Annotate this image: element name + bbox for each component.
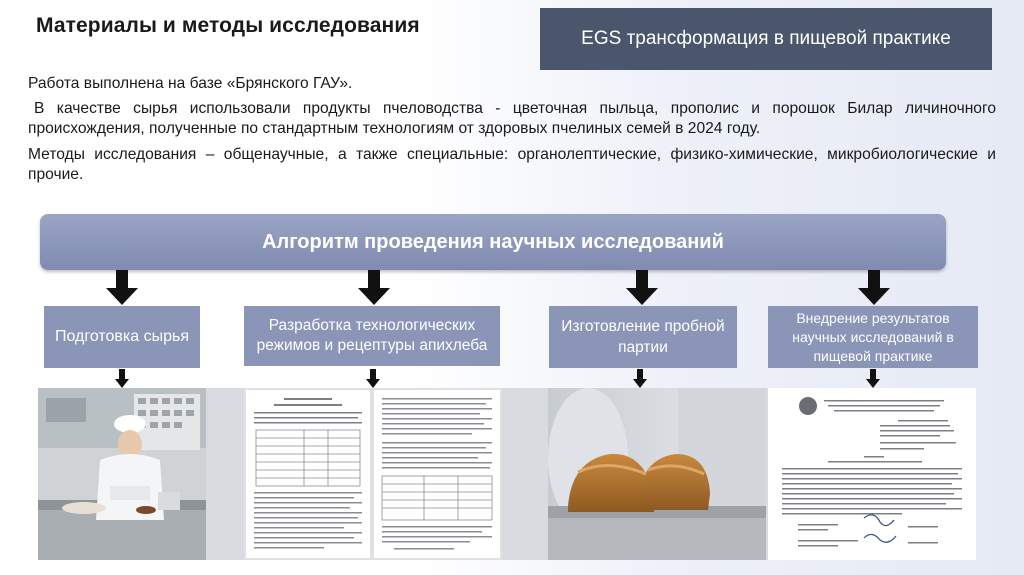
down-arrow-icon xyxy=(626,270,658,305)
paragraph-base: Работа выполнена на базе «Брянского ГАУ»… xyxy=(28,75,353,92)
banner-text: EGS трансформация в пищевой практике xyxy=(581,28,951,49)
paragraph-raw-materials: В качестве сырья использовали продукты п… xyxy=(28,100,996,137)
document-margin xyxy=(502,388,546,560)
algorithm-title: Алгоритм проведения научных исследований xyxy=(262,230,724,253)
down-arrow-icon xyxy=(115,369,129,388)
stage-box-preparation: Подготовка сырья xyxy=(44,306,200,368)
stage-label: Изготовление пробной партии xyxy=(561,318,725,356)
down-arrow-icon xyxy=(858,270,890,305)
stage-label: Подготовка сырья xyxy=(54,328,190,345)
down-arrow-icon xyxy=(358,270,390,305)
algorithm-bar: Алгоритм проведения научных исследований xyxy=(40,214,946,270)
down-arrow-icon xyxy=(366,369,380,388)
down-arrow-icon xyxy=(633,369,647,388)
stage-label: Разработка технологических режимов и рец… xyxy=(256,317,488,354)
paragraph-methods: Методы исследования – общенаучные, а так… xyxy=(28,146,996,183)
recipe-documents-image xyxy=(244,388,502,560)
down-arrow-icon xyxy=(106,270,138,305)
lab-worker-photo xyxy=(38,388,206,560)
implementation-act-document xyxy=(768,388,976,560)
bread-loaves-photo xyxy=(548,388,766,560)
stage-box-development: Разработка технологических режимов и рец… xyxy=(244,306,500,366)
down-arrow-icon xyxy=(866,369,880,388)
stage-label: Внедрение результатов научных исследован… xyxy=(792,309,954,364)
slide-title: Материалы и методы исследования xyxy=(36,14,420,37)
header-banner: EGS трансформация в пищевой практике xyxy=(540,8,992,70)
stage-box-trial-batch: Изготовление пробной партии xyxy=(549,306,737,368)
stage-box-implementation: Внедрение результатов научных исследован… xyxy=(768,306,978,368)
